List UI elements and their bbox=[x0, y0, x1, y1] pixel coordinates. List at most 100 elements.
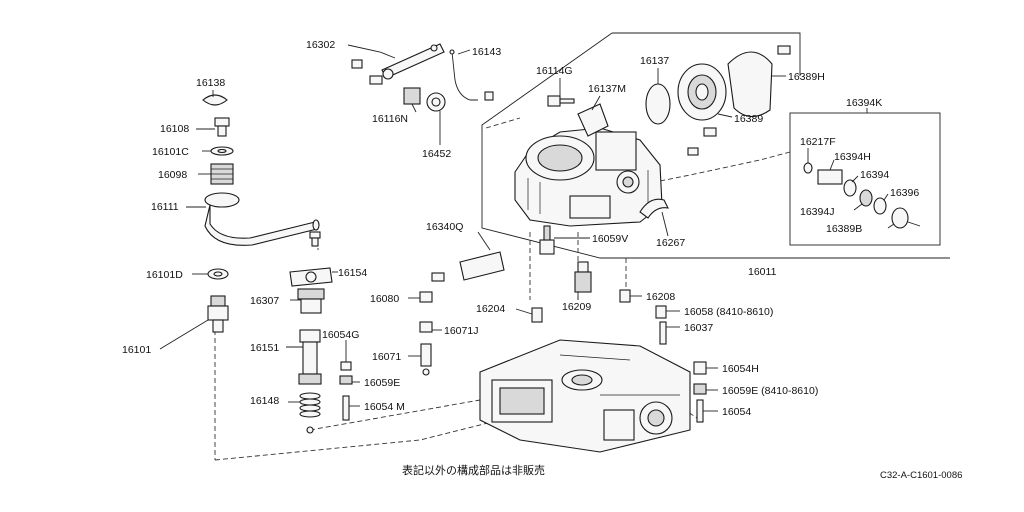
screw-16114g-shank bbox=[559, 98, 575, 104]
fitting-16101-hex bbox=[210, 295, 226, 307]
label-16389h: 16389H bbox=[788, 71, 825, 83]
label-16054m: 16054 M bbox=[364, 401, 405, 413]
label-16114g: 16114G bbox=[536, 65, 573, 77]
jet-16054g bbox=[340, 361, 352, 371]
label-16137m: 16137M bbox=[588, 83, 626, 95]
label-16394j: 16394J bbox=[800, 206, 834, 218]
label-16059e-right: 16059E (8410-8610) bbox=[722, 385, 818, 397]
label-16148: 16148 bbox=[250, 395, 279, 407]
ball-16071 bbox=[422, 368, 430, 376]
pipe-banjo-16111 bbox=[204, 192, 240, 208]
bolt-shank-16108 bbox=[217, 125, 227, 137]
pipe-end-16111 bbox=[312, 219, 320, 231]
screw-16389b bbox=[891, 207, 909, 229]
screw-choke-2 bbox=[687, 147, 699, 156]
label-16307: 16307 bbox=[250, 295, 279, 307]
main-assembly-frame bbox=[612, 32, 801, 76]
label-16204: 16204 bbox=[476, 303, 505, 315]
rod-16143 bbox=[451, 51, 478, 101]
leader-16340q bbox=[477, 231, 491, 251]
sub-assembly-box-16394k bbox=[789, 112, 941, 246]
part-16116n bbox=[403, 87, 421, 105]
label-16059e-left: 16059E bbox=[364, 377, 400, 389]
label-16389b: 16389B bbox=[826, 223, 862, 235]
jet-16208 bbox=[619, 289, 631, 303]
valve-16394h bbox=[817, 169, 843, 185]
label-16151: 16151 bbox=[250, 342, 279, 354]
washer-16394j bbox=[859, 189, 873, 207]
fitting-16101-stem bbox=[212, 319, 224, 333]
jet-16071j bbox=[419, 321, 433, 333]
label-16101c: 16101C bbox=[152, 146, 189, 158]
washer-16101d-hole bbox=[213, 271, 223, 277]
cover-16389h bbox=[727, 51, 773, 118]
screw-top bbox=[309, 231, 321, 239]
needle-16054m bbox=[342, 395, 350, 421]
label-16143: 16143 bbox=[472, 46, 501, 58]
label-16054h: 16054H bbox=[722, 363, 759, 375]
leader-16389b bbox=[887, 223, 895, 229]
bolt-head-16108 bbox=[214, 117, 230, 127]
jet-16204 bbox=[531, 307, 543, 323]
label-16340q: 16340Q bbox=[426, 221, 463, 233]
leader-16394 bbox=[851, 175, 859, 183]
jet-16209 bbox=[574, 271, 592, 293]
pipe-16111 bbox=[204, 204, 318, 246]
label-16217f: 16217F bbox=[800, 136, 836, 148]
label-16071: 16071 bbox=[372, 351, 401, 363]
label-16116n: 16116N bbox=[372, 113, 408, 125]
label-16101d: 16101D bbox=[146, 269, 183, 281]
label-16302: 16302 bbox=[306, 39, 335, 51]
leader-16101 bbox=[159, 319, 209, 350]
label-16394h: 16394H bbox=[834, 151, 871, 163]
washer-16059e-right bbox=[693, 383, 707, 395]
label-16101: 16101 bbox=[122, 344, 151, 356]
leader-16394j bbox=[853, 203, 863, 211]
label-16138: 16138 bbox=[196, 77, 225, 89]
leader-16302 bbox=[347, 44, 396, 59]
part-16151-top bbox=[299, 329, 321, 343]
leader-16137m bbox=[591, 95, 601, 111]
label-16054: 16054 bbox=[722, 406, 751, 418]
clip-16143 bbox=[484, 91, 494, 101]
label-16059v: 16059V bbox=[592, 233, 628, 245]
footer-note: 表記以外の構成部品は非販売 bbox=[402, 464, 545, 477]
spring-16148 bbox=[299, 392, 321, 418]
carb-outline-dash bbox=[485, 117, 521, 129]
gasket-16138 bbox=[202, 94, 228, 106]
main-assembly-frame-left bbox=[481, 32, 950, 259]
leader-16396 bbox=[883, 193, 889, 201]
screw-16389h bbox=[777, 45, 791, 55]
washer-16101c-hole bbox=[217, 148, 227, 154]
choke-housing-16389 bbox=[677, 63, 727, 121]
screw-16114g bbox=[547, 95, 561, 107]
oring-16217f bbox=[803, 162, 813, 174]
needle-16054 bbox=[696, 399, 704, 423]
label-16209: 16209 bbox=[562, 301, 591, 313]
fitting-16101-body bbox=[207, 305, 229, 321]
screw-shank bbox=[311, 237, 319, 247]
label-16208: 16208 bbox=[646, 291, 675, 303]
part-16151-base bbox=[298, 373, 322, 385]
jet-16054h bbox=[693, 361, 707, 375]
label-16080: 16080 bbox=[370, 293, 399, 305]
jet-16080 bbox=[419, 291, 433, 303]
gasket-16154-hole bbox=[305, 271, 317, 283]
jet-16209-top bbox=[577, 261, 589, 273]
leader-16204 bbox=[515, 308, 533, 315]
lower-dash-mid bbox=[309, 399, 481, 431]
sub-assembly-dash bbox=[639, 151, 791, 186]
label-16452: 16452 bbox=[422, 148, 451, 160]
leader-16394h bbox=[829, 159, 835, 171]
label-16011: 16011 bbox=[748, 266, 777, 278]
jet-16059v bbox=[539, 239, 555, 255]
diagram-code: C32-A-C1601-0086 bbox=[880, 470, 963, 481]
ball-16148 bbox=[306, 426, 314, 434]
leader-16116n bbox=[411, 103, 417, 113]
part-16452-inner bbox=[431, 97, 441, 107]
lever-16302-hole bbox=[430, 44, 438, 52]
screw-choke-1 bbox=[703, 127, 717, 137]
needle-16037 bbox=[659, 321, 667, 345]
